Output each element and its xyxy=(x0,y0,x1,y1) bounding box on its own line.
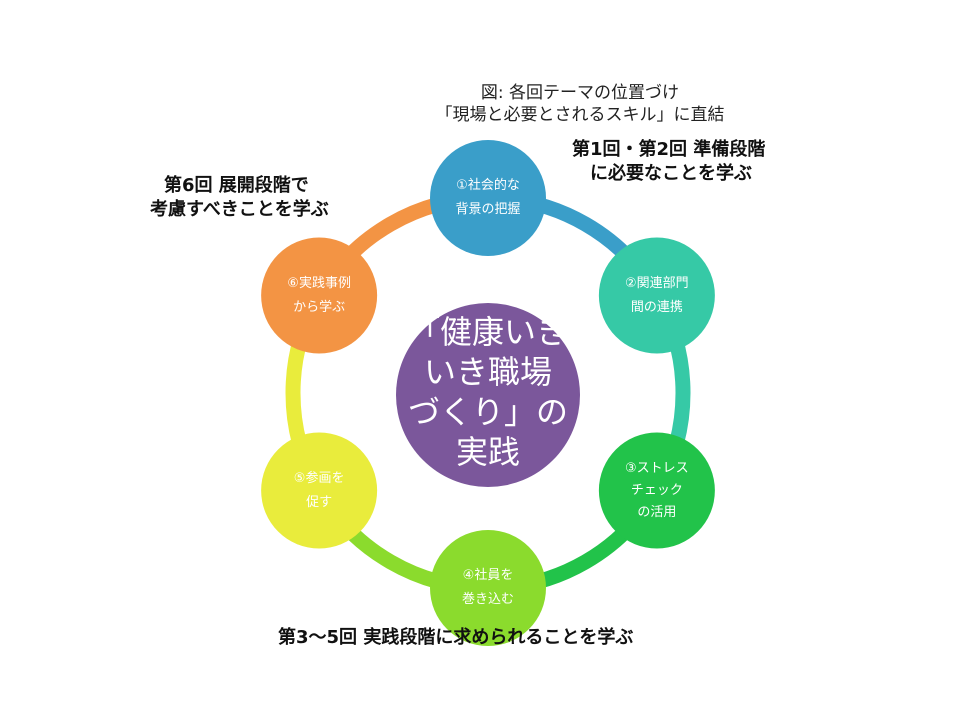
center-circle xyxy=(396,303,580,487)
center-label-line3: づくり」の xyxy=(407,393,568,431)
stage-node-label: ⑤参画を促す xyxy=(264,467,374,515)
stage-node-label-line: 巻き込む xyxy=(461,592,514,607)
note-session-6: 第6回 展開段階で 考慮すべきことを学ぶ xyxy=(150,174,329,222)
stage-node-label-line: ④社員を xyxy=(462,568,514,583)
stage-node-circle xyxy=(598,237,715,354)
note-sessions-3-5-text: 第3～5回 実践段階に求められることを学ぶ xyxy=(278,627,634,648)
stage-node-label-line: から学ぶ xyxy=(293,299,346,315)
stage-node-label-line: 背景の把握 xyxy=(455,202,521,217)
center-label-line4: 実践 xyxy=(455,433,520,471)
stage-node-circle xyxy=(430,140,546,256)
stage-node-label: ④社員を巻き込む xyxy=(433,564,543,612)
note-sessions-1-2-line1: 第1回・第2回 準備段階 xyxy=(572,139,766,160)
stage-node-label-line: 促す xyxy=(306,494,333,510)
stage-node-circle xyxy=(598,432,715,549)
stage-nodes xyxy=(261,140,715,646)
stage-node-label: ②関連部門間の連携 xyxy=(602,272,712,320)
stage-node-circle xyxy=(261,237,378,354)
stage-node-circle xyxy=(430,530,546,646)
stage-node-label-line: の活用 xyxy=(637,504,677,520)
note-sessions-3-5: 第3～5回 実践段階に求められることを学ぶ xyxy=(278,626,633,650)
stage-node-label-line: ①社会的な xyxy=(456,178,520,193)
note-session-6-line2: 考慮すべきことを学ぶ xyxy=(150,199,329,220)
stage-node-label-line: 間の連携 xyxy=(630,299,683,315)
figure-caption: 図: 各回テーマの位置づけ 「現場と必要とされるスキル」に直結 xyxy=(420,82,740,126)
stage-node-label-line: チェック xyxy=(630,482,683,498)
stage-node-label: ③ストレスチェックの活用 xyxy=(602,458,712,524)
stage-node-label: ⑥実践事例から学ぶ xyxy=(264,272,374,320)
figure-caption-line2: 「現場と必要とされるスキル」に直結 xyxy=(435,105,725,125)
stage-node-label-line: ②関連部門 xyxy=(625,275,689,291)
stage-node-label-line: ③ストレス xyxy=(625,460,689,476)
stage-node-label-line: ⑥実践事例 xyxy=(287,275,351,291)
note-sessions-1-2: 第1回・第2回 準備段階 に必要なことを学ぶ xyxy=(572,138,765,186)
center-label-line2: いき職場 xyxy=(423,353,552,391)
stage-node-circle xyxy=(261,432,378,549)
stage-node-label: ①社会的な背景の把握 xyxy=(433,174,543,222)
center-label-line1: 「健康いき xyxy=(407,313,568,351)
center-label: 「健康いき いき職場 づくり」の 実践 xyxy=(388,312,588,472)
note-sessions-1-2-line2: に必要なことを学ぶ xyxy=(590,163,752,184)
stage-node-label-line: ⑤参画を xyxy=(293,470,345,486)
figure-caption-line1: 図: 各回テーマの位置づけ xyxy=(480,83,680,103)
note-session-6-line1: 第6回 展開段階で xyxy=(164,175,309,196)
